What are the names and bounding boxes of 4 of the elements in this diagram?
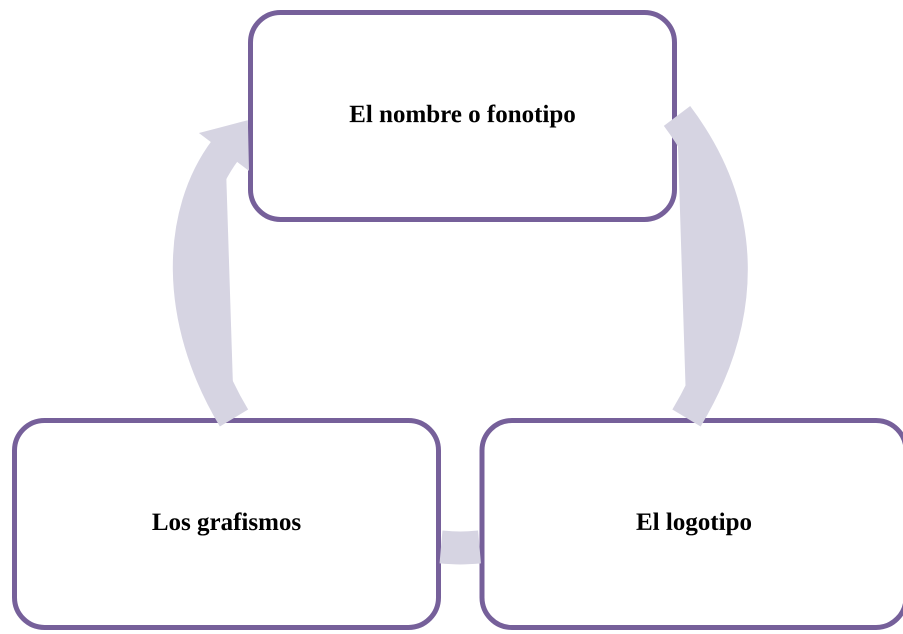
cycle-arrow (663, 106, 748, 426)
text-box: El nombre o fonotipo (248, 10, 677, 222)
text-box: Los grafismos (12, 418, 441, 630)
text-box: El logotipo (480, 418, 903, 630)
